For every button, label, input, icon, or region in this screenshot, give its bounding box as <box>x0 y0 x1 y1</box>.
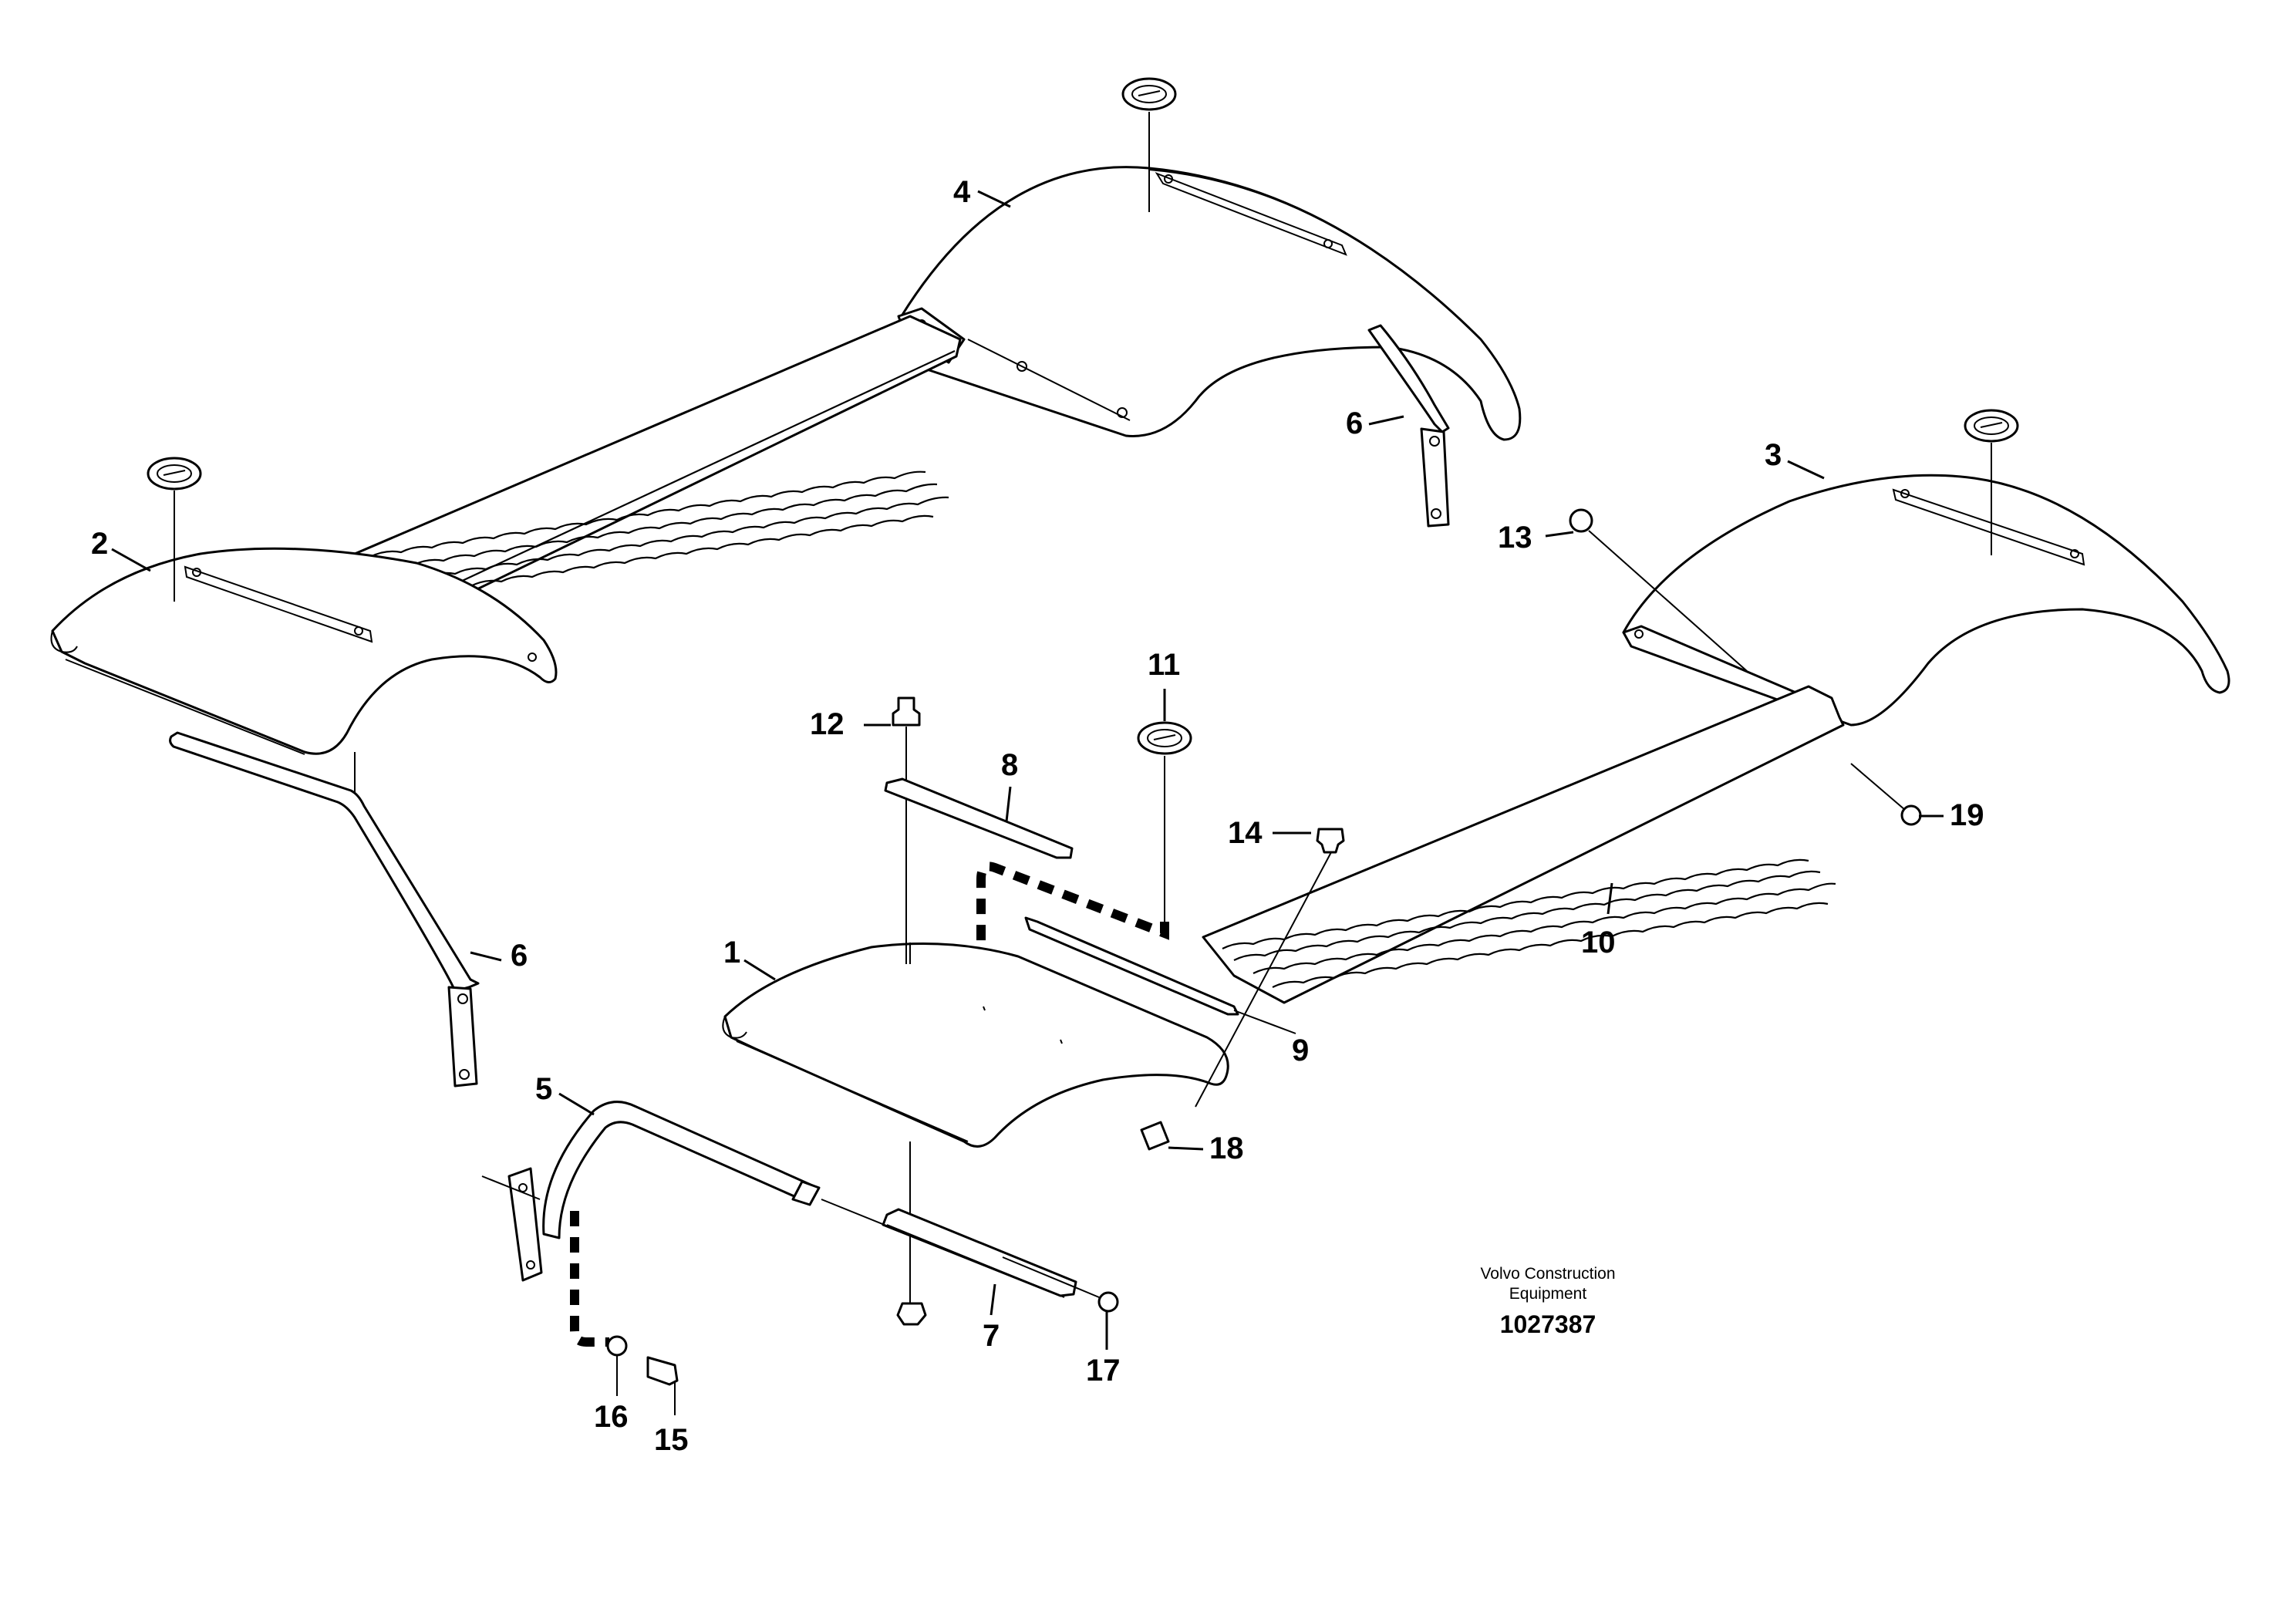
callout-label-6b: 6 <box>511 939 528 973</box>
nut-19 <box>1850 763 1922 826</box>
callout-label-13: 13 <box>1498 521 1532 555</box>
fender-1 <box>722 943 1229 1148</box>
nut-17 <box>1002 1256 1119 1313</box>
callout-label-4: 4 <box>953 175 971 209</box>
dashed-link-lower <box>570 1211 609 1347</box>
emblem-11 <box>1137 721 1192 924</box>
callout-label-16: 16 <box>594 1400 629 1434</box>
bolt-12 <box>892 696 921 964</box>
callout-label-9: 9 <box>1292 1034 1309 1067</box>
callout-label-8: 8 <box>1001 748 1018 782</box>
callout-label-6a: 6 <box>1346 406 1363 440</box>
callout-label-15: 15 <box>654 1423 689 1457</box>
dashed-link-center <box>976 862 1169 943</box>
brand-line-1: Volvo Construction <box>1480 1265 1615 1283</box>
stay-6-upper <box>1367 324 1450 528</box>
bolt-13 <box>1569 508 1748 672</box>
bolt-15 <box>646 1356 679 1415</box>
nut-18 <box>1140 1121 1170 1151</box>
callout-label-18: 18 <box>1209 1131 1244 1165</box>
center-nut <box>896 1302 927 1326</box>
stay-5 <box>481 1101 1003 1282</box>
strip-7 <box>882 1208 1077 1298</box>
step-10 <box>1202 685 1845 1004</box>
leader-lines <box>111 190 1944 1350</box>
callout-label-2: 2 <box>91 527 108 561</box>
emblem-top-center <box>1121 77 1177 212</box>
strip-8 <box>884 777 1074 859</box>
document-number: 1027387 <box>1500 1310 1596 1338</box>
callout-label-12: 12 <box>810 707 845 741</box>
emblem-right <box>1964 409 2019 555</box>
callout-label-14: 14 <box>1228 816 1263 850</box>
stay-6-lower <box>169 731 480 1088</box>
callout-label-1: 1 <box>723 936 740 969</box>
callout-label-17: 17 <box>1086 1354 1121 1388</box>
callout-label-10: 10 <box>1581 926 1616 959</box>
callout-label-5: 5 <box>535 1072 552 1106</box>
bolt-14 <box>1195 828 1345 1108</box>
brand-line-2: Equipment <box>1509 1285 1587 1303</box>
callout-label-11: 11 <box>1148 648 1180 682</box>
washer-16 <box>606 1335 628 1396</box>
fender-3 <box>1622 474 2230 727</box>
callout-label-19: 19 <box>1950 798 1984 832</box>
emblem-left <box>147 457 202 602</box>
callout-label-7: 7 <box>983 1319 1000 1353</box>
callout-label-3: 3 <box>1765 438 1782 472</box>
fender-2 <box>50 547 558 755</box>
